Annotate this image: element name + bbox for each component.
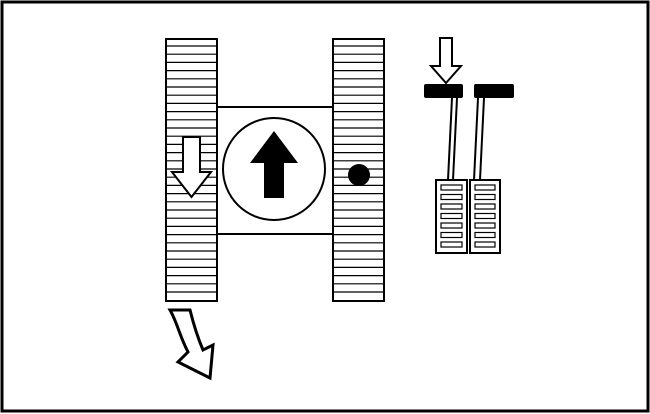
pedal-tread-slot bbox=[440, 231, 463, 239]
pedal-tread-slot bbox=[474, 184, 496, 191]
pedal-tread-slot bbox=[440, 241, 463, 248]
left-track bbox=[165, 38, 218, 302]
right-pedal-treads bbox=[474, 184, 496, 248]
pedal-tread-slot bbox=[474, 231, 496, 239]
left-pedal bbox=[424, 84, 468, 254]
pedal-tread-slot bbox=[440, 193, 463, 201]
right-pedal-rod-b bbox=[479, 97, 485, 181]
curved-down-arrow-icon bbox=[167, 308, 215, 381]
pedal-tread-slot bbox=[440, 203, 463, 210]
pivot-point-dot bbox=[348, 164, 370, 186]
right-pedal-handle bbox=[474, 84, 514, 98]
right-pedal-rod-a bbox=[473, 97, 479, 181]
left-pedal-handle bbox=[424, 84, 463, 98]
left-pedal-rod-b bbox=[452, 97, 458, 181]
right-track-cleats bbox=[334, 45, 383, 293]
pedal-tread-slot bbox=[440, 222, 463, 229]
up-arrow-icon bbox=[250, 131, 298, 198]
left-pedal-treads bbox=[440, 184, 463, 248]
pedal-tread-slot bbox=[474, 241, 496, 248]
pedal-press-arrow-icon bbox=[428, 37, 464, 85]
right-pedal bbox=[469, 84, 514, 254]
direction-indicator bbox=[222, 117, 326, 221]
pedal-tread-slot bbox=[474, 212, 496, 220]
down-arrow-icon bbox=[169, 136, 214, 199]
right-track-outline bbox=[332, 38, 385, 302]
pedal-tread-slot bbox=[474, 222, 496, 229]
pedal-tread-slot bbox=[440, 212, 463, 220]
pedal-tread-slot bbox=[474, 193, 496, 201]
pedal-tread-slot bbox=[474, 203, 496, 210]
right-track bbox=[332, 38, 385, 302]
left-pedal-rod-a bbox=[447, 97, 453, 181]
pedal-tread-slot bbox=[440, 184, 463, 191]
